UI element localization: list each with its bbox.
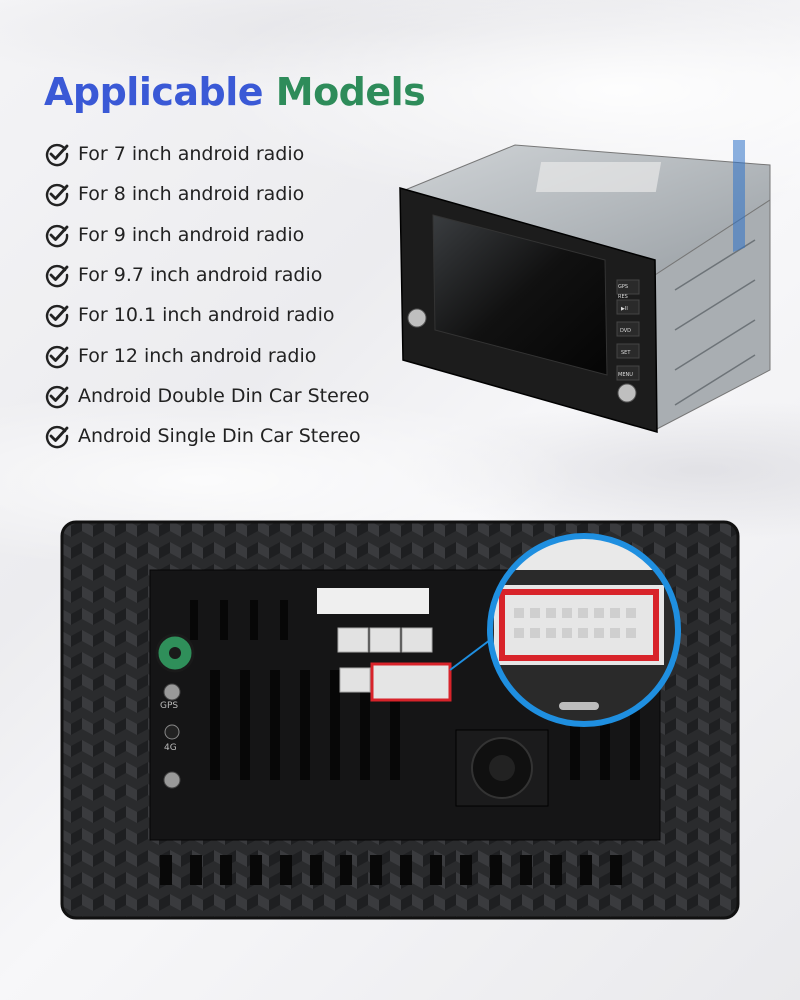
check-circle-icon — [45, 264, 69, 288]
model-label: Android Single Din Car Stereo — [78, 425, 361, 448]
model-label: For 12 inch android radio — [78, 344, 317, 367]
title-word-models: Models — [275, 70, 426, 114]
page-title: Applicable Models — [44, 70, 426, 114]
port-label-gps: GPS — [160, 701, 178, 711]
connector-zoom-callout — [487, 533, 681, 727]
list-item: For 7 inch android radio — [44, 134, 370, 174]
list-item: For 8 inch android radio — [44, 174, 370, 214]
list-item: For 9 inch android radio — [44, 215, 370, 255]
model-label: For 7 inch android radio — [78, 143, 305, 166]
models-list: For 7 inch android radio For 8 inch andr… — [44, 134, 370, 456]
stereo-button-label: GPS — [618, 284, 628, 290]
check-circle-icon — [45, 144, 69, 167]
stereo-button-label: ▶II — [621, 306, 628, 312]
check-circle-icon — [45, 184, 69, 207]
check-circle-icon — [45, 385, 69, 409]
list-item: For 9.7 inch android radio — [44, 255, 370, 295]
list-item: For 12 inch android radio — [44, 335, 370, 375]
model-label: Android Double Din Car Stereo — [78, 384, 370, 407]
stereo-button-label: DVD — [620, 328, 631, 334]
check-circle-icon — [45, 305, 69, 328]
check-circle-icon — [45, 224, 69, 247]
check-circle-icon — [45, 426, 69, 449]
title-word-applicable: Applicable — [44, 70, 264, 114]
model-label: For 9.7 inch android radio — [78, 264, 323, 287]
list-item: Android Single Din Car Stereo — [44, 416, 370, 456]
stereo-button-label: SET — [621, 350, 631, 356]
model-label: For 10.1 inch android radio — [78, 304, 335, 327]
list-item: Android Double Din Car Stereo — [44, 376, 370, 416]
stereo-button-label: MENU — [618, 372, 633, 378]
model-label: For 8 inch android radio — [78, 183, 305, 206]
double-din-stereo-image: GPS RES ▶II DVD SET MENU — [399, 140, 771, 433]
stereo-button-label: RES — [618, 294, 628, 300]
port-label-4g: 4G — [164, 743, 177, 753]
check-circle-icon — [45, 345, 69, 368]
model-label: For 9 inch android radio — [78, 223, 305, 246]
list-item: For 10.1 inch android radio — [44, 295, 370, 335]
